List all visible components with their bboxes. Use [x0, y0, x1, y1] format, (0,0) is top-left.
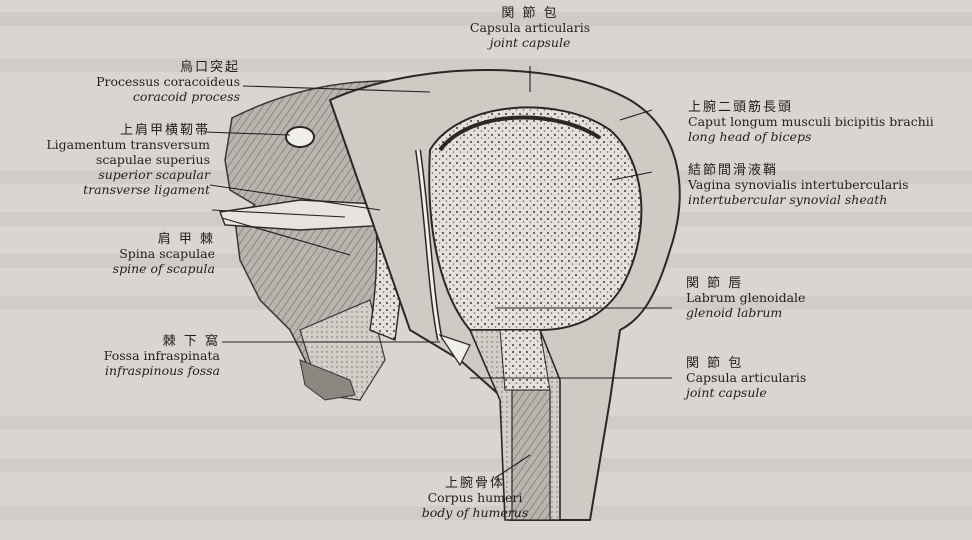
- transverse-ligament-en1: superior scapular: [10, 168, 210, 183]
- synovial-zh: 結節間滑液鞘: [688, 163, 968, 178]
- label-coracoid: 烏口突起 Processus coracoideus coracoid proc…: [20, 60, 240, 105]
- humerus-zh: 上腕骨体: [400, 476, 550, 491]
- coracoid-oval: [286, 127, 314, 147]
- capsule-top-en: joint capsule: [455, 36, 605, 51]
- label-synovial: 結節間滑液鞘 Vagina synovialis intertubercular…: [688, 163, 968, 208]
- biceps-en: long head of biceps: [688, 130, 968, 145]
- infraspinous-zh: 棘 下 窩: [50, 334, 220, 349]
- label-capsule-top: 関 節 包 Capsula articularis joint capsule: [455, 6, 605, 51]
- humeral-head: [429, 107, 641, 330]
- infraspinous-la: Fossa infraspinata: [50, 349, 220, 364]
- humerus-la: Corpus humeri: [400, 491, 550, 506]
- label-transverse-ligament: 上肩甲横靭帯 Ligamentum transversum scapulae s…: [10, 123, 210, 197]
- spine-en: spine of scapula: [60, 262, 215, 277]
- capsule-bottom-la: Capsula articularis: [686, 371, 886, 386]
- humerus-en: body of humerus: [400, 506, 550, 521]
- synovial-en: intertubercular synovial sheath: [688, 193, 968, 208]
- transverse-ligament-la1: Ligamentum transversum: [10, 138, 210, 153]
- coracoid-la: Processus coracoideus: [20, 75, 240, 90]
- capsule-bottom-en: joint capsule: [686, 386, 886, 401]
- spine-zh: 肩 甲 棘: [60, 232, 215, 247]
- label-spine: 肩 甲 棘 Spina scapulae spine of scapula: [60, 232, 215, 277]
- infraspinous-en: infraspinous fossa: [50, 364, 220, 379]
- transverse-ligament-zh: 上肩甲横靭帯: [10, 123, 210, 138]
- capsule-top-la: Capsula articularis: [455, 21, 605, 36]
- label-infraspinous: 棘 下 窩 Fossa infraspinata infraspinous fo…: [50, 334, 220, 379]
- coracoid-zh: 烏口突起: [20, 60, 240, 75]
- label-capsule-bottom: 関 節 包 Capsula articularis joint capsule: [686, 356, 886, 401]
- biceps-la: Caput longum musculi bicipitis brachii: [688, 115, 968, 130]
- transverse-ligament-la2: scapulae superius: [10, 153, 210, 168]
- transverse-ligament-en2: transverse ligament: [10, 183, 210, 198]
- labrum-zh: 関 節 唇: [686, 276, 886, 291]
- labrum-la: Labrum glenoidale: [686, 291, 886, 306]
- biceps-zh: 上腕二頭筋長頭: [688, 100, 968, 115]
- coracoid-en: coracoid process: [20, 90, 240, 105]
- capsule-bottom-zh: 関 節 包: [686, 356, 886, 371]
- label-labrum: 関 節 唇 Labrum glenoidale glenoid labrum: [686, 276, 886, 321]
- synovial-la: Vagina synovialis intertubercularis: [688, 178, 968, 193]
- capsule-top-zh: 関 節 包: [455, 6, 605, 21]
- spine-la: Spina scapulae: [60, 247, 215, 262]
- labrum-en: glenoid labrum: [686, 306, 886, 321]
- label-humerus: 上腕骨体 Corpus humeri body of humerus: [400, 476, 550, 521]
- label-biceps: 上腕二頭筋長頭 Caput longum musculi bicipitis b…: [688, 100, 968, 145]
